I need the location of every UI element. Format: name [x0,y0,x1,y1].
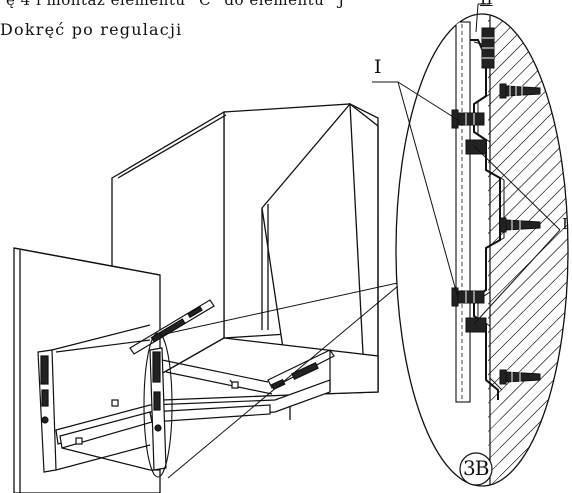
detail-view [395,13,569,487]
adjust-instruction: Dokręć po regulacji [0,20,183,39]
callout-label-right: I [562,215,568,233]
detail-id-circle [459,452,493,486]
instruction-line: ę 4 i montaż elementu “C” do elementu “J… [6,0,353,9]
callout-leaders [372,3,561,325]
wall-screws [499,83,541,385]
drawer-runners [37,299,335,473]
callout-label-i: I [374,56,382,78]
detail-id-label: 3B [463,456,489,480]
cabinet-body [13,102,379,493]
callout-label-ii: II [480,0,493,8]
focus-ellipse [143,332,173,478]
leader-lines [164,281,403,479]
